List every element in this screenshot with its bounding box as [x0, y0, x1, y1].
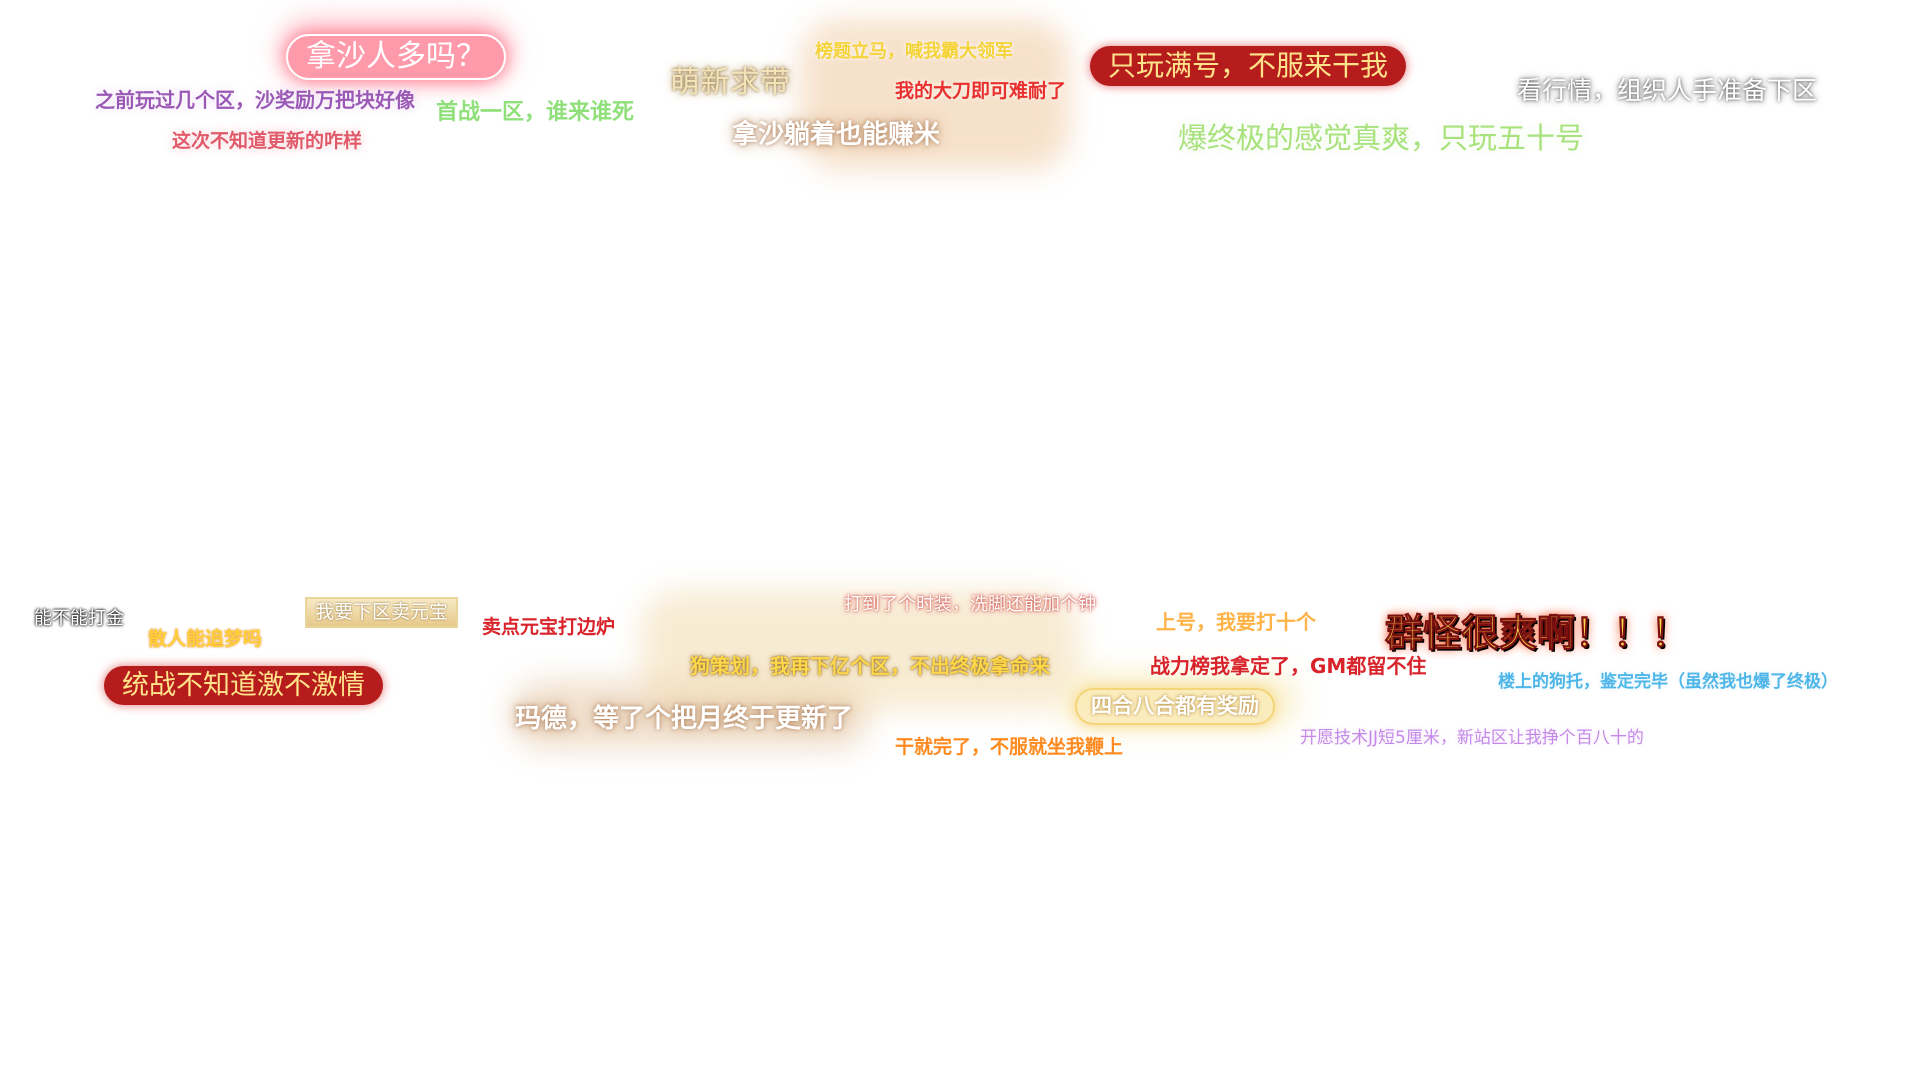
- danmaku-message: 萌新求带: [670, 65, 790, 100]
- danmaku-message: 我的大刀即可难耐了: [895, 80, 1067, 102]
- danmaku-message: 爆终极的感觉真爽，只玩五十号: [1178, 121, 1585, 155]
- danmaku-message: 榜题立马，喊我霸大领军: [815, 41, 1013, 62]
- danmaku-message: 楼上的狗托，鉴定完毕（虽然我也爆了终极）: [1498, 672, 1838, 692]
- danmaku-message: 群怪很爽啊！！！: [1384, 611, 1690, 655]
- danmaku-message: 拿沙躺着也能赚米: [732, 120, 941, 150]
- danmaku-message: 能不能打金: [34, 608, 124, 629]
- danmaku-message: 看行情，组织人手准备下区: [1517, 76, 1818, 105]
- glow-smear: [640, 590, 1080, 710]
- glow-smear: [800, 20, 1070, 170]
- danmaku-message: 首战一区，谁来谁死: [436, 100, 635, 125]
- danmaku-message: 之前玩过几个区，沙奖励万把块好像: [95, 88, 415, 112]
- danmaku-message: 开愿技术JJ短5厘米，新站区让我挣个百八十的: [1300, 728, 1644, 748]
- danmaku-message: 拿沙人多吗？: [286, 34, 506, 80]
- danmaku-message: 干就完了，不服就坐我鞭上: [895, 736, 1124, 758]
- danmaku-message: 上号，我要打十个: [1156, 610, 1316, 634]
- danmaku-message: 狗策划，我再下亿个区，不出终极拿命来: [690, 654, 1050, 678]
- danmaku-message: 打到了个时装，洗脚还能加个钟: [844, 594, 1096, 615]
- danmaku-message: 战力榜我拿定了，GM都留不住: [1150, 654, 1427, 678]
- danmaku-message: 卖点元宝打边炉: [482, 616, 616, 638]
- danmaku-message: 只玩满号，不服来干我: [1090, 46, 1407, 86]
- danmaku-message: 散人能追梦吗: [148, 628, 263, 650]
- danmaku-message: 我要下区卖元宝: [305, 597, 459, 628]
- danmaku-message: 统战不知道激不激情: [104, 666, 383, 705]
- danmaku-message: 这次不知道更新的咋样: [172, 130, 363, 152]
- danmaku-message: 四合八合都有奖励: [1075, 688, 1275, 725]
- danmaku-message: 玛德，等了个把月终于更新了: [515, 704, 854, 734]
